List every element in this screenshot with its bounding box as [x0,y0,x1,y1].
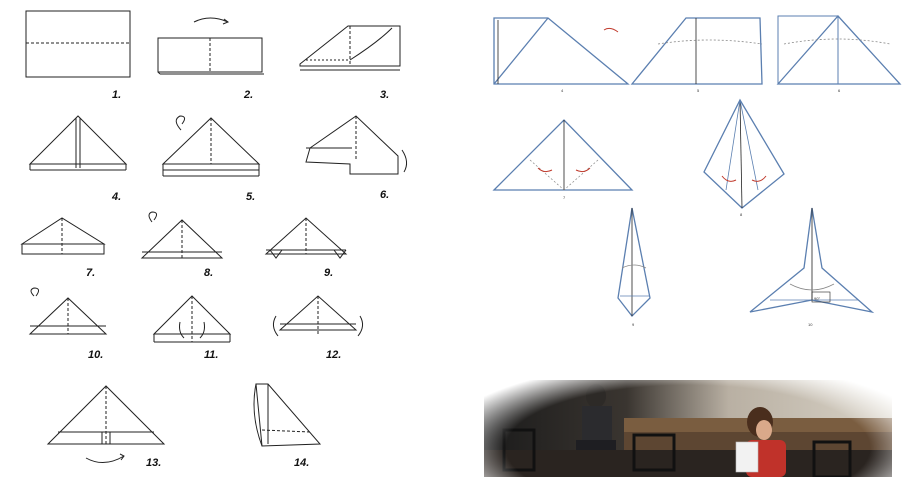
angle-label: 90° [814,296,820,301]
step-13-label: 13. [146,457,161,469]
step-5-diagram [161,115,261,177]
right-step-4-diagram [493,17,630,85]
step-8-diagram [140,211,224,259]
step-4-diagram [28,115,128,171]
right-step-6-diagram [776,15,902,85]
step-14-diagram [253,383,322,447]
step-12-label: 12. [326,349,341,361]
step-14-label: 14. [294,457,309,469]
step-11-label: 11. [204,349,218,361]
right-step-7-label: 7 [563,195,566,200]
seated-person-figure [576,384,616,450]
rotate-arrow-icon [603,27,619,33]
right-step-9-diagram [617,207,651,317]
fold-arrow-icon [537,167,553,173]
classroom-photo [484,380,892,477]
fold-arrow-icon [575,167,591,173]
step-1-diagram [25,10,131,78]
right-step-10-diagram [749,207,875,314]
right-step-5-label: 5 [697,88,700,93]
right-step-10-label: 10 [808,322,813,327]
step-7-label: 7. [86,267,95,279]
step-1-label: 1. [112,89,121,101]
girl-reading-figure [735,407,786,477]
step-2-diagram [157,17,264,75]
right-step-8-diagram [703,98,785,209]
fold-arrow-icon [751,175,767,182]
right-step-7-diagram [492,119,634,191]
step-13-diagram [46,385,166,463]
step-3-diagram [299,25,401,71]
right-step-6-label: 6 [838,88,841,93]
right-step-4-label: 4 [561,88,564,93]
right-step-5-diagram [630,17,763,85]
step-7-diagram [20,217,106,255]
step-10-label: 10. [88,349,103,361]
step-5-label: 5. [246,191,255,203]
step-9-diagram [264,217,348,259]
right-step-8-label: 8 [740,212,743,217]
step-9-label: 9. [324,267,333,279]
step-4-label: 4. [111,191,121,203]
step-11-diagram [152,295,232,343]
step-6-diagram [305,115,408,175]
step-10-diagram [28,287,108,335]
step-8-label: 8. [204,267,213,279]
fold-arrow-icon [721,175,737,182]
step-12-diagram [272,295,364,337]
step-3-label: 3. [380,89,389,101]
right-step-9-label: 9 [632,322,635,327]
step-6-label: 6. [380,189,389,201]
step-2-label: 2. [243,89,253,101]
